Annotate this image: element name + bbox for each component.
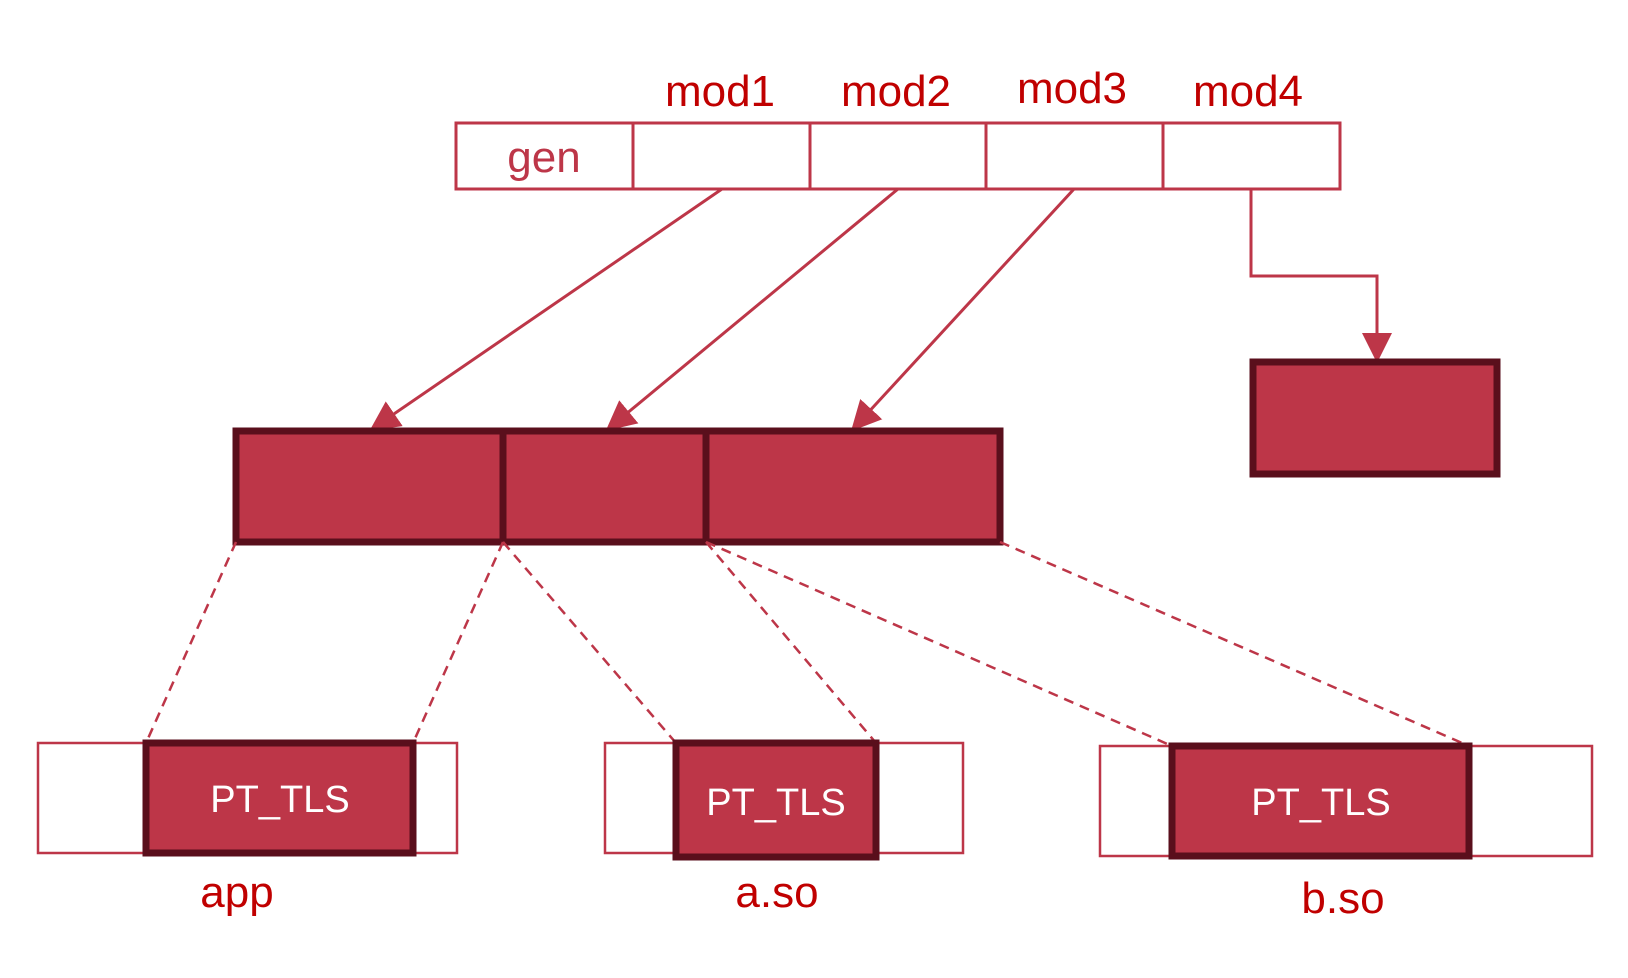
dtv-cell-gen bbox=[454, 121, 635, 191]
b-so-pt-tls-label: PT_TLS bbox=[1251, 782, 1390, 824]
mod1-pointer-arrow bbox=[369, 187, 723, 431]
mapping-lines bbox=[144, 540, 1470, 748]
b-so-left-mapping-line bbox=[705, 540, 1173, 748]
mod4-pointer-arrow bbox=[1249, 189, 1392, 363]
mod2-header: mod2 bbox=[841, 67, 951, 116]
a-so-module-name: a.so bbox=[735, 868, 818, 917]
a-so-pt-tls-segment bbox=[672, 739, 880, 861]
mod3-pointer-arrow bbox=[850, 187, 1076, 432]
dtv-cell-mod3 bbox=[984, 121, 1165, 191]
a-so-pt-tls-label: PT_TLS bbox=[706, 782, 845, 824]
b-so-right-mapping-line bbox=[999, 540, 1470, 748]
dtv-cell-mod4 bbox=[1161, 121, 1342, 191]
tls-block-b-so bbox=[702, 427, 1004, 546]
b-so-module-name: b.so bbox=[1301, 874, 1384, 923]
static-tls-block bbox=[232, 427, 1004, 546]
module-a-so: PT_TLS a.so bbox=[603, 739, 965, 917]
a-so-left-mapping-line bbox=[502, 541, 677, 744]
dynamic-tls-block-mod4 bbox=[1249, 358, 1501, 478]
app-pt-tls-label: PT_TLS bbox=[210, 779, 349, 821]
gen-label: gen bbox=[507, 133, 580, 182]
b-so-pt-tls-segment bbox=[1168, 742, 1473, 860]
mod4-header: mod4 bbox=[1193, 67, 1303, 116]
mod1-header: mod1 bbox=[665, 67, 775, 116]
app-right-mapping-line bbox=[411, 541, 505, 744]
app-left-mapping-line bbox=[144, 541, 238, 744]
mod3-header: mod3 bbox=[1017, 64, 1127, 113]
tls-block-app bbox=[232, 427, 507, 546]
mod2-pointer-arrow bbox=[605, 187, 899, 431]
dtv-array: gen bbox=[454, 121, 1342, 191]
dtv-cell-mod1 bbox=[631, 121, 812, 191]
dtv-cell-mod2 bbox=[808, 121, 988, 191]
app-module-name: app bbox=[200, 868, 273, 917]
tls-block-a-so bbox=[499, 427, 710, 546]
module-app: PT_TLS app bbox=[36, 739, 459, 917]
a-so-right-mapping-line bbox=[705, 541, 877, 744]
app-pt-tls-segment bbox=[142, 739, 417, 857]
module-b-so: PT_TLS b.so bbox=[1098, 742, 1594, 923]
